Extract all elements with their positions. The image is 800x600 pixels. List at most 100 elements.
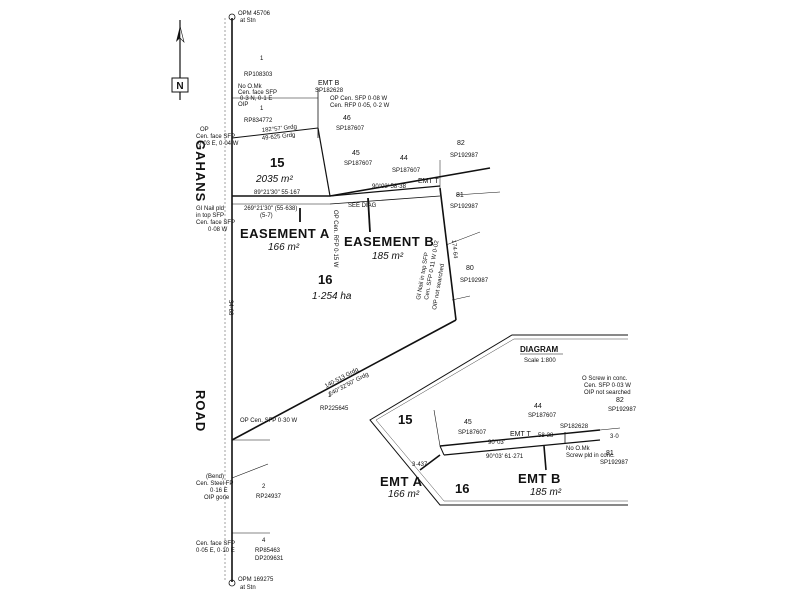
plan-rp834772: RP834772: [244, 118, 273, 124]
road-frontage-line: [224, 18, 233, 582]
note-7: 0·03 E, 0·04 W: [198, 141, 239, 147]
note-18: OP Cen. SFP 0·30 W: [240, 418, 297, 424]
note-3: 0·3 N, 0·1 E: [240, 96, 272, 102]
bearing-9: 182°57' Grdg: [262, 124, 298, 134]
easement-a-area: 166 m²: [268, 242, 300, 253]
emt-t-label: EMT T: [418, 178, 439, 185]
diagram-emt-a-area: 166 m²: [388, 489, 420, 500]
plan-sp187607-b: SP187607: [344, 161, 373, 167]
bearing-4: 90°03' 58·38: [372, 184, 407, 190]
bearing-11: 174·64: [450, 240, 458, 260]
note-19: (Bend): [206, 474, 224, 480]
diagram-dist-3: 3·0: [610, 434, 619, 440]
diagram-plan-192987-b: SP192987: [600, 460, 629, 466]
lot-1-top: 1: [260, 56, 264, 62]
lot-boundaries: [231, 88, 501, 534]
lot-15-number: 15: [270, 155, 284, 170]
note-21: 0·16 E: [210, 488, 228, 494]
bearing-2: 269°21'30" (55·638): [244, 206, 297, 212]
station-bottom-label: OPM 169275: [238, 577, 274, 583]
diagram-lot-15: 15: [398, 412, 412, 427]
diagram-note-1: O Screw in conc.: [582, 376, 628, 382]
diagram-lot-44: 44: [534, 403, 542, 410]
road-name-word2: ROAD: [193, 390, 208, 432]
diagram-note-2: Cen. SFP 0·03 W: [584, 383, 631, 389]
diagram-lot-45: 45: [464, 419, 472, 426]
plan-rp225645: RP225645: [320, 406, 349, 412]
diagram-plan-182628: SP182628: [560, 424, 589, 430]
note-14: OP Cen. RFP 0·15 W: [332, 210, 338, 268]
station-bottom: OPM 169275 at Stn: [228, 577, 274, 591]
diagram-bearing-1: 90°03' 61·271: [486, 454, 524, 460]
easement-b-label: EASEMENT B: [344, 234, 434, 249]
diagram-emt-b-area: 185 m²: [530, 487, 562, 498]
bearing-1: 89°21'30" 55·167: [254, 190, 301, 196]
bearing-8: 49·625 Grdg: [262, 132, 296, 141]
bearing-3: (5-7): [260, 213, 273, 219]
note-24: 0·05 E, 0·10 E: [196, 548, 235, 554]
lot-2: 2: [262, 484, 266, 490]
diagram-emt-b: EMT B: [518, 471, 561, 486]
bearing-10: 34·68: [227, 300, 233, 316]
plan-rp85463: RP85463: [255, 548, 281, 554]
plan-sp187607-c: SP187607: [392, 168, 421, 174]
plan-sp182628: SP182628: [315, 88, 344, 94]
lot-16-number: 16: [318, 272, 332, 287]
emt-b-label: EMT B: [318, 80, 340, 87]
plan-sp192987-a: SP192987: [450, 153, 479, 159]
diagram-plan-192987-a: SP192987: [608, 407, 637, 413]
plan-sp192987-c: SP192987: [460, 278, 489, 284]
diagram-note-3: OIP not searched: [584, 390, 631, 396]
diagram-title: DIAGRAM: [520, 345, 559, 354]
note-4: OIP: [238, 102, 248, 108]
road-name-word1: GAHANS: [193, 140, 208, 202]
diagram-plan-187607-a: SP187607: [458, 430, 487, 436]
plan-rp24937: RP24937: [256, 494, 282, 500]
diagram-inset: DIAGRAM Scale 1:800 15 16 45 SP187607 44…: [369, 334, 637, 506]
lot-82: 82: [457, 140, 465, 147]
diagram-emt-a: EMT A: [380, 474, 423, 489]
note-10: GI Nail pld: [196, 206, 224, 212]
lot-1-mid: 1: [260, 106, 264, 112]
diagram-emt-t: EMT T: [510, 431, 531, 438]
note-13: 0·08 W: [208, 227, 228, 233]
north-label: N: [176, 81, 183, 92]
lot-45: 45: [352, 150, 360, 157]
plan-rp108303: RP108303: [244, 72, 273, 78]
note-23: Cen. face SFP: [196, 541, 235, 547]
lot-15-area: 2035 m²: [255, 174, 293, 185]
lot-1-lower: 1: [328, 393, 332, 399]
note-9: Cen. RFP 0·05, 0·2 W: [330, 103, 390, 109]
note-1: No O.Mk: [238, 84, 263, 90]
plan-sp192987-b: SP192987: [450, 204, 479, 210]
note-6: Cen. face SFP: [196, 134, 235, 140]
plan-dp209631: DP209631: [255, 556, 284, 562]
diagram-dist-2: 3·437: [412, 462, 428, 468]
diagram-note-4: No O.Mk: [566, 446, 591, 452]
note-20: Cen. Steel FP: [196, 481, 233, 487]
diagram-lot-82: 82: [616, 397, 624, 404]
lot-4: 4: [262, 538, 266, 544]
note-11: in top SFP: [196, 213, 224, 219]
note-22: OIP gone: [204, 495, 230, 501]
lot-16-area: 1·254 ha: [312, 291, 352, 302]
diagram-lot-81: 81: [606, 450, 614, 457]
diagram-dist-1: 58·38: [538, 433, 554, 439]
lot-81: 81: [456, 192, 464, 199]
easement-a-label: EASEMENT A: [240, 226, 330, 241]
note-5: OP: [200, 127, 209, 133]
north-arrow-icon: N: [171, 20, 189, 100]
diagram-scale: Scale 1:800: [524, 358, 556, 364]
note-2: Cen. face SFP: [238, 90, 277, 96]
plan-sp187607-a: SP187607: [336, 126, 365, 132]
station-top-sub: at Stn: [240, 18, 256, 24]
diagram-bearing-2: 90°03': [488, 440, 505, 446]
note-12: Cen. face SFP: [196, 220, 235, 226]
lot-44: 44: [400, 155, 408, 162]
diagram-lot-16: 16: [455, 481, 469, 496]
station-top: OPM 45706 at Stn: [228, 11, 271, 24]
lot-46: 46: [343, 115, 351, 122]
station-top-label: OPM 45706: [238, 11, 271, 17]
station-bottom-sub: at Stn: [240, 585, 256, 591]
